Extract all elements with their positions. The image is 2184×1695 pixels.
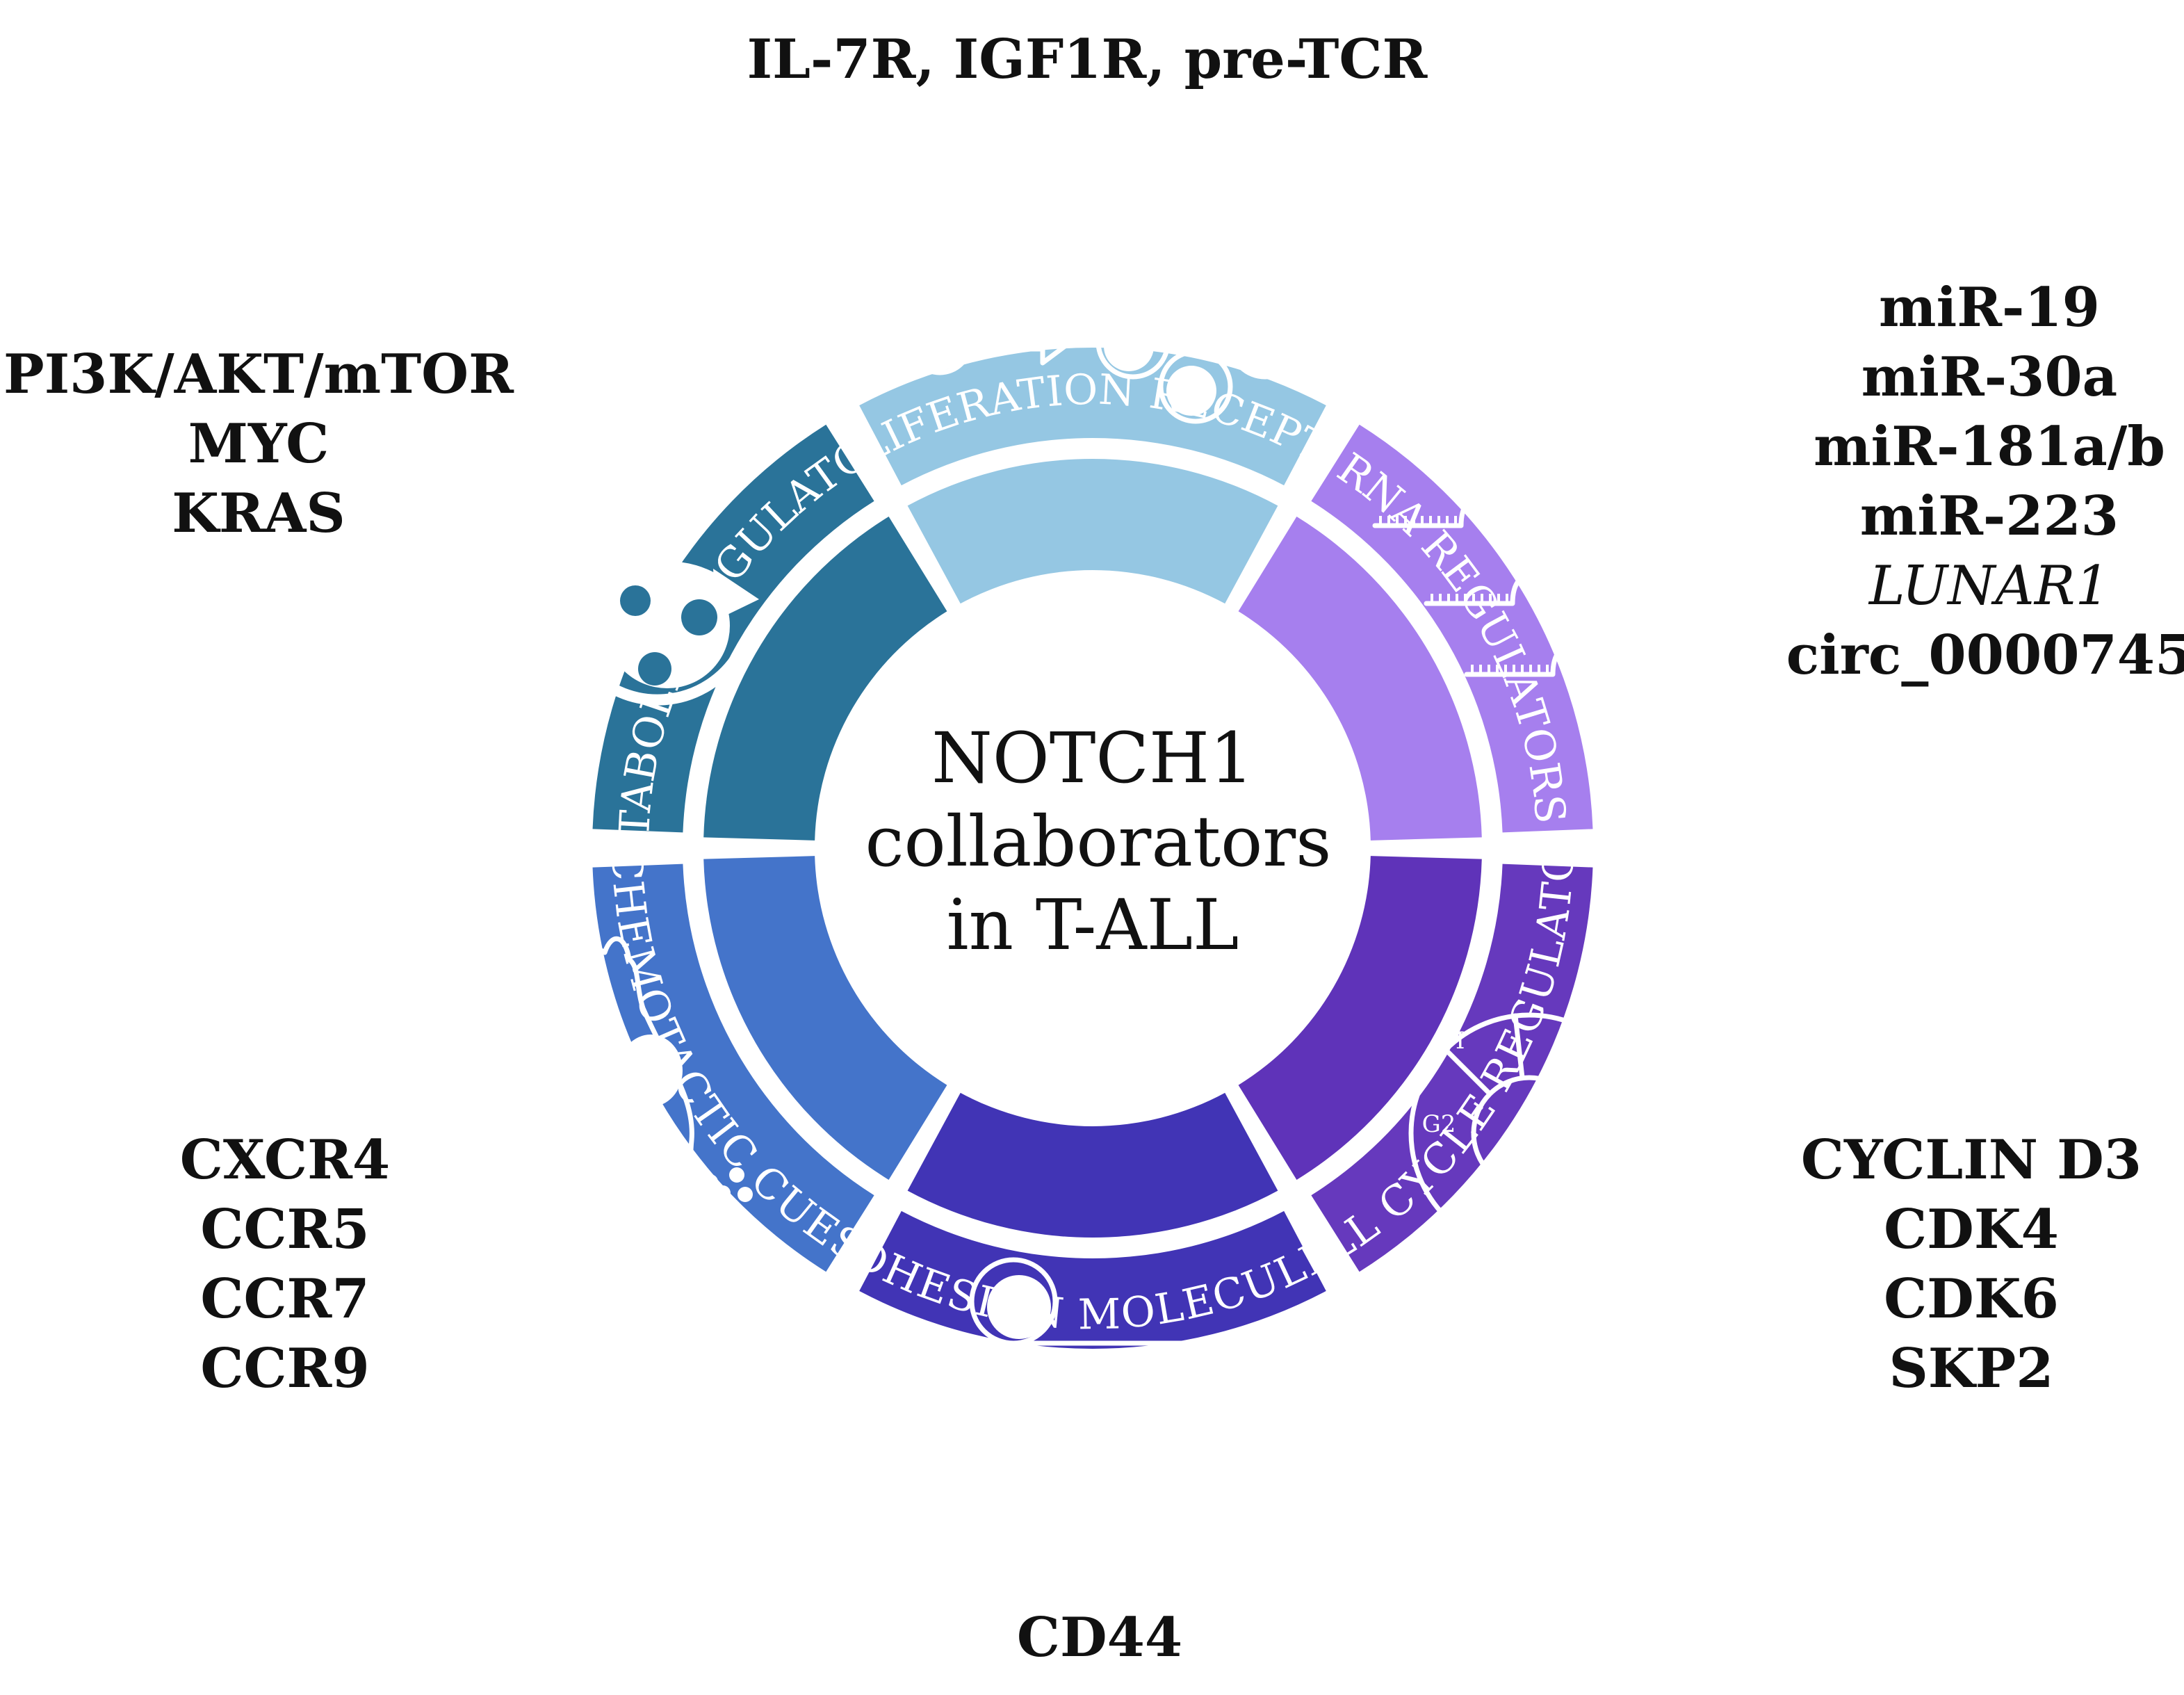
rna-inner-segment	[1238, 517, 1482, 841]
rna-gene-1: miR-19	[1879, 276, 2100, 339]
cellcycle-gene-3: CDK6	[1884, 1267, 2059, 1331]
adhesion-inner-segment	[907, 1092, 1278, 1238]
rna-gene-3: miR-181a/b	[1814, 415, 2165, 478]
cellcycle-inner-segment	[1238, 856, 1482, 1180]
rna-gene-5: LUNAR1	[1868, 555, 2110, 617]
rna-genes: miR-19 miR-30a miR-181a/b miR-223 LUNAR1…	[1786, 276, 2184, 687]
cellcycle-genes: CYCLIN D3 CDK4 CDK6 SKP2	[1801, 1128, 2142, 1400]
cellcycle-gene-4: SKP2	[1889, 1337, 2053, 1400]
cell-division-icon	[906, 263, 1303, 424]
rna-gene-2: miR-30a	[1861, 346, 2117, 409]
metabolic-genes: PI3K/AKT/mTOR MYC KRAS	[3, 343, 514, 545]
rna-gene-6: circ_0000745	[1786, 624, 2184, 687]
cellcycle-gene-2: CDK4	[1884, 1198, 2059, 1261]
proliferation-inner-segment	[907, 459, 1278, 604]
metabolic-gene-2: MYC	[188, 412, 329, 476]
rna-gene-4: miR-223	[1860, 485, 2119, 548]
center-title-line-2: collaborators	[865, 801, 1332, 882]
migrating-cell-icon	[553, 925, 753, 1220]
adhesion-cell-icon	[884, 1257, 1286, 1379]
phase-m-label: M	[1441, 1027, 1465, 1055]
phase-g2-label: G2	[1422, 1110, 1456, 1138]
chemotactic-gene-4: CCR9	[200, 1337, 369, 1400]
adhesion-genes: CD44	[1017, 1606, 1182, 1669]
proliferation-genes: IL-7R, IGF1R, pre-TCR	[747, 28, 1428, 91]
metabolic-gene-3: KRAS	[172, 482, 345, 545]
chemotactic-genes: CXCR4 CCR5 CCR7 CCR9	[180, 1128, 390, 1400]
phase-g0-label: G0	[1627, 964, 1661, 992]
phase-s-label: S	[1554, 1167, 1570, 1195]
metabolic-outer-band	[592, 424, 874, 833]
gene-lists: IL-7R, IGF1R, pre-TCR miR-19 miR-30a miR…	[3, 28, 2184, 1669]
metabolic-gene-1: PI3K/AKT/mTOR	[3, 343, 514, 406]
chemotactic-gene-3: CCR7	[200, 1267, 369, 1331]
cell-cycle-icon: M G1 G0 G2 S	[1408, 964, 1667, 1254]
center-title: NOTCH1 collaborators in T-ALL	[865, 717, 1332, 966]
cellcycle-outer-band	[1311, 863, 1593, 1272]
metabolic-inner-segment	[703, 517, 947, 841]
cellcycle-gene-1: CYCLIN D3	[1801, 1128, 2142, 1192]
chemotactic-outer-band	[592, 863, 874, 1272]
segment-icons: M G1 G0 G2 S	[545, 263, 1692, 1379]
chemotactic-inner-segment	[703, 856, 947, 1180]
rna-hairpin-icon	[1372, 492, 1692, 677]
chemotactic-gene-1: CXCR4	[180, 1128, 390, 1192]
metabolism-cycle-icon	[545, 561, 759, 706]
chemotactic-gene-2: CCR5	[200, 1198, 369, 1261]
center-title-line-1: NOTCH1	[931, 717, 1254, 799]
phase-g1-label: G1	[1565, 1044, 1599, 1071]
center-title-line-3: in T-ALL	[947, 884, 1239, 966]
